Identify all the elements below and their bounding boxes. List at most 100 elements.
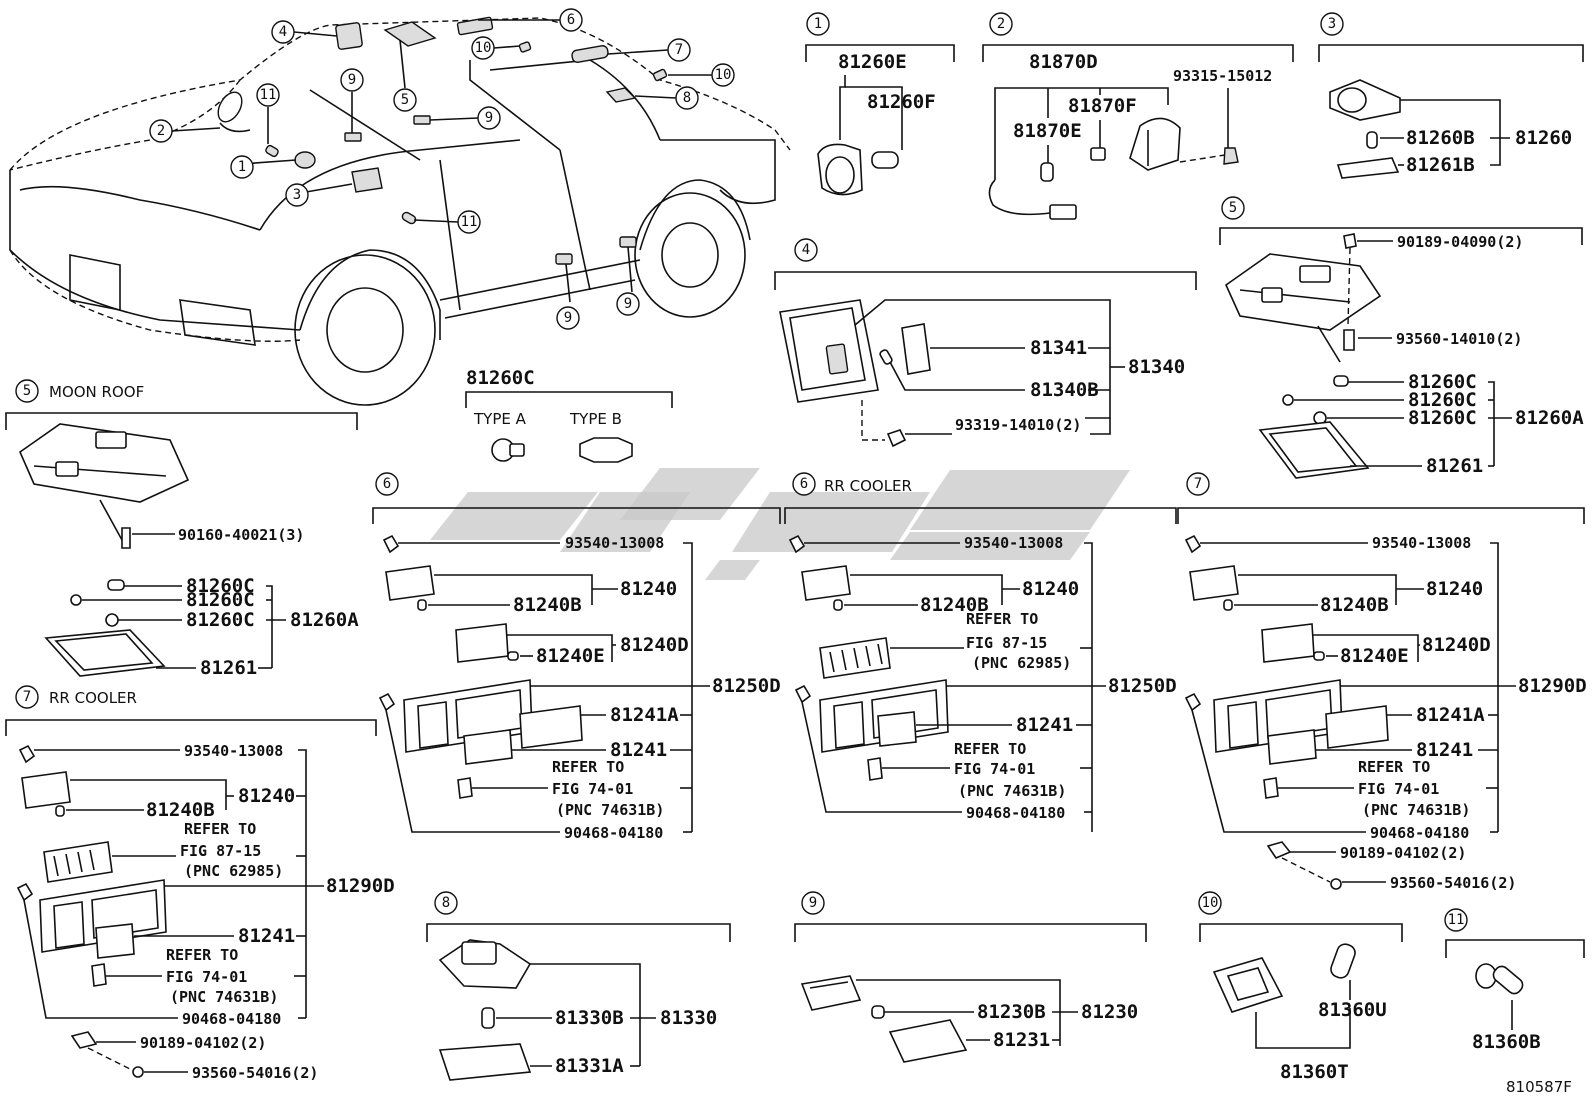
car-callout-11a: 11 <box>256 83 280 107</box>
svg-text:9: 9 <box>624 296 632 312</box>
svg-text:11: 11 <box>461 214 478 230</box>
svg-text:(PNC 62985): (PNC 62985) <box>184 862 283 880</box>
svg-text:81260A: 81260A <box>1515 407 1584 429</box>
svg-text:93560-54016(2): 93560-54016(2) <box>192 1064 318 1082</box>
svg-text:90189-04090(2): 90189-04090(2) <box>1397 233 1523 251</box>
svg-text:81260A: 81260A <box>290 609 359 631</box>
svg-text:90468-04180: 90468-04180 <box>1370 824 1469 842</box>
car-callout-3: 3 <box>285 183 309 207</box>
svg-text:REFER TO: REFER TO <box>552 758 624 776</box>
svg-text:81240: 81240 <box>1022 578 1079 600</box>
svg-text:2: 2 <box>997 16 1005 32</box>
bulb-type-legend: 81260C TYPE A TYPE B <box>465 367 673 463</box>
svg-text:81250D: 81250D <box>1108 675 1177 697</box>
svg-text:RR COOLER: RR COOLER <box>49 689 137 707</box>
svg-text:FIG 74-01: FIG 74-01 <box>954 760 1035 778</box>
svg-text:4: 4 <box>279 24 287 40</box>
svg-text:81260C: 81260C <box>1408 371 1477 393</box>
svg-text:81290D: 81290D <box>326 875 395 897</box>
svg-text:81261: 81261 <box>1426 455 1483 477</box>
group-5-moon-roof-lamp: 5 MOON ROOF 90160-40021(3) 81260C 81260C… <box>5 379 359 679</box>
svg-text:93560-14010(2): 93560-14010(2) <box>1396 330 1522 348</box>
drawing-id: 810587F <box>1506 1078 1572 1096</box>
svg-text:81241A: 81241A <box>1416 704 1485 726</box>
svg-text:81870F: 81870F <box>1068 95 1137 117</box>
group-9-step-lamp: 9 81230B 81230 81231 <box>794 891 1147 1063</box>
svg-text:REFER TO: REFER TO <box>1358 758 1430 776</box>
svg-text:90468-04180: 90468-04180 <box>182 1010 281 1028</box>
svg-text:5: 5 <box>1229 200 1237 216</box>
car-callout-10a: 10 <box>471 36 495 60</box>
svg-text:(PNC 74631B): (PNC 74631B) <box>556 801 664 819</box>
svg-text:RR COOLER: RR COOLER <box>824 477 912 495</box>
svg-text:93540-13008: 93540-13008 <box>565 534 664 552</box>
svg-text:81340B: 81340B <box>1030 379 1099 401</box>
svg-text:81261: 81261 <box>200 657 257 679</box>
svg-text:9: 9 <box>809 895 817 911</box>
car-callout-1: 1 <box>230 155 254 179</box>
svg-text:90189-04102(2): 90189-04102(2) <box>140 1034 266 1052</box>
svg-text:2: 2 <box>157 123 165 139</box>
svg-text:4: 4 <box>802 242 810 258</box>
car-callout-8: 8 <box>675 86 699 110</box>
svg-text:81241: 81241 <box>238 925 295 947</box>
svg-text:81241: 81241 <box>1016 714 1073 736</box>
svg-text:81870D: 81870D <box>1029 51 1098 73</box>
svg-text:81241: 81241 <box>1416 739 1473 761</box>
svg-text:81260B: 81260B <box>1406 127 1475 149</box>
svg-text:10: 10 <box>1202 895 1219 911</box>
svg-text:3: 3 <box>1328 16 1336 32</box>
svg-text:81870E: 81870E <box>1013 120 1082 142</box>
svg-text:81330B: 81330B <box>555 1007 624 1029</box>
svg-text:81260: 81260 <box>1515 127 1572 149</box>
svg-text:90189-04102(2): 90189-04102(2) <box>1340 844 1466 862</box>
svg-text:81240E: 81240E <box>536 645 605 667</box>
svg-text:81240B: 81240B <box>1320 594 1389 616</box>
svg-text:81240: 81240 <box>1426 578 1483 600</box>
svg-text:11: 11 <box>1448 912 1465 928</box>
svg-text:7: 7 <box>1194 476 1202 492</box>
car-callout-2: 2 <box>149 119 173 143</box>
svg-text:1: 1 <box>814 16 822 32</box>
svg-text:TYPE B: TYPE B <box>569 410 622 428</box>
group-4-vanity-lamp: 4 81341 81340 81340B 93319-14010(2) <box>774 238 1197 448</box>
svg-text:93540-13008: 93540-13008 <box>184 742 283 760</box>
svg-text:(PNC 74631B): (PNC 74631B) <box>1362 801 1470 819</box>
svg-text:81290D: 81290D <box>1518 675 1587 697</box>
svg-text:81260E: 81260E <box>838 51 907 73</box>
car-callout-9b: 9 <box>477 106 501 130</box>
svg-text:81240: 81240 <box>238 785 295 807</box>
group-2-courtesy-lamp: 2 81870D 93315-15012 81870F 81870E <box>982 12 1294 220</box>
svg-text:9: 9 <box>348 72 356 88</box>
svg-text:81260C: 81260C <box>186 575 255 597</box>
svg-text:FIG 74-01: FIG 74-01 <box>166 968 247 986</box>
svg-text:MOON ROOF: MOON ROOF <box>49 383 144 401</box>
svg-text:93560-54016(2): 93560-54016(2) <box>1390 874 1516 892</box>
svg-text:REFER TO: REFER TO <box>184 820 256 838</box>
svg-text:FIG 87-15: FIG 87-15 <box>180 842 261 860</box>
svg-text:81331A: 81331A <box>555 1055 624 1077</box>
svg-text:81250D: 81250D <box>712 675 781 697</box>
car-callout-9c: 9 <box>556 306 580 330</box>
group-11-door-key-lamp: 11 81360B <box>1444 908 1585 1053</box>
svg-text:11: 11 <box>260 87 277 103</box>
svg-text:81240B: 81240B <box>146 799 215 821</box>
svg-text:81230: 81230 <box>1081 1001 1138 1023</box>
svg-text:FIG 74-01: FIG 74-01 <box>1358 780 1439 798</box>
group-6-door-courtesy-lamp: 6 93540-13008 81240 81240B 81240D 81240E… <box>372 472 781 842</box>
svg-text:7: 7 <box>23 689 31 705</box>
svg-text:7: 7 <box>675 42 683 58</box>
car-callout-9d: 9 <box>616 292 640 316</box>
svg-text:81240: 81240 <box>620 578 677 600</box>
svg-text:81260C: 81260C <box>466 367 535 389</box>
svg-text:9: 9 <box>485 110 493 126</box>
svg-text:5: 5 <box>401 92 409 108</box>
svg-text:3: 3 <box>293 187 301 203</box>
svg-text:REFER TO: REFER TO <box>954 740 1026 758</box>
svg-text:81240E: 81240E <box>1340 645 1409 667</box>
svg-text:6: 6 <box>383 476 391 492</box>
svg-text:81240B: 81240B <box>920 594 989 616</box>
svg-text:(PNC 74631B): (PNC 74631B) <box>958 782 1066 800</box>
svg-text:(PNC 74631B): (PNC 74631B) <box>170 988 278 1006</box>
